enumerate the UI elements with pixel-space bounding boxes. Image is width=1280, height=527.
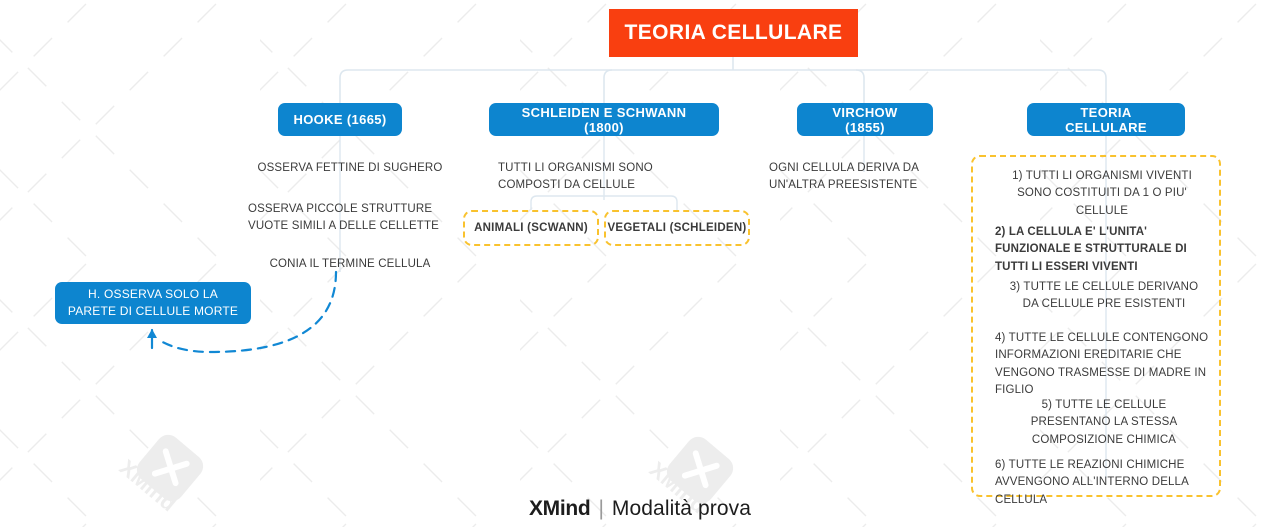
sub-box-animali[interactable]: ANIMALI (SCWANN) bbox=[463, 210, 599, 246]
leaf-schleiden-1[interactable]: TUTTI LI ORGANISMI SONO COMPOSTI DA CELL… bbox=[498, 162, 653, 191]
branch-header-hooke[interactable]: HOOKE (1665) bbox=[278, 103, 402, 136]
laws-panel: 1) TUTTI LI ORGANISMI VIVENTI SONO COSTI… bbox=[971, 155, 1221, 506]
law-item-1[interactable]: 1) TUTTI LI ORGANISMI VIVENTI SONO COSTI… bbox=[1012, 170, 1192, 217]
footer-separator: | bbox=[598, 497, 604, 520]
law-item-2[interactable]: 2) LA CELLULA E' L'UNITA' FUNZIONALE E S… bbox=[995, 226, 1187, 273]
law-item-5[interactable]: 5) TUTTE LE CELLULE PRESENTANO LA STESSA… bbox=[1030, 399, 1178, 446]
law-item-4[interactable]: 4) TUTTE LE CELLULE CONTENGONO INFORMAZI… bbox=[995, 332, 1209, 396]
xmind-brand-label: XMind bbox=[528, 497, 591, 520]
branch-header-teoria-cellulare[interactable]: TEORIA CELLULARE bbox=[1027, 103, 1185, 136]
branch-header-virchow[interactable]: VIRCHOW (1855) bbox=[797, 103, 933, 136]
footer-watermark: XMind | Modalità prova bbox=[0, 497, 1280, 521]
sub-box-vegetali[interactable]: VEGETALI (SCHLEIDEN) bbox=[604, 210, 750, 246]
leaf-hooke-3[interactable]: CONIA IL TERMINE CELLULA bbox=[269, 258, 431, 270]
leaf-hooke-2[interactable]: OSSERVA PICCOLE STRUTTURE VUOTE SIMILI A… bbox=[248, 203, 439, 232]
branch-header-schleiden-schwann[interactable]: SCHLEIDEN E SCHWANN (1800) bbox=[489, 103, 719, 136]
floating-note-hooke[interactable]: H. OSSERVA SOLO LA PARETE DI CELLULE MOR… bbox=[55, 282, 251, 324]
root-node-teoria-cellulare[interactable]: TEORIA CELLULARE bbox=[609, 9, 858, 57]
leaf-hooke-1[interactable]: OSSERVA FETTINE DI SUGHERO bbox=[257, 162, 443, 174]
leaf-virchow-1[interactable]: OGNI CELLULA DERIVA DA UN'ALTRA PREESIST… bbox=[769, 162, 919, 191]
law-item-3[interactable]: 3) TUTTE LE CELLULE DERIVANO DA CELLULE … bbox=[1009, 281, 1199, 311]
footer-mode-label: Modalità prova bbox=[611, 497, 752, 520]
